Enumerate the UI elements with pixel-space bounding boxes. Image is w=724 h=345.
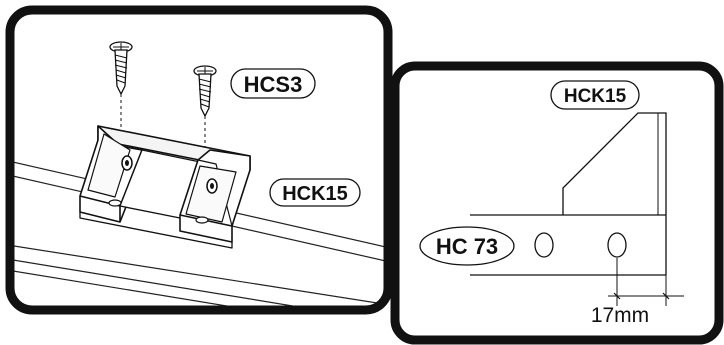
hcs3-text: HCS3 <box>244 72 303 97</box>
dimension-17mm <box>608 258 684 306</box>
hck15-left-text: HCK15 <box>282 183 348 205</box>
hck15-right-text: HCK15 <box>564 86 627 107</box>
rail-hc73 <box>470 214 667 276</box>
label-hcs3: HCS3 <box>230 68 316 99</box>
bracket-profile <box>562 112 667 215</box>
label-hc73: HC 73 <box>419 226 515 266</box>
left-panel: HCS3 HCK15 <box>5 5 393 315</box>
bracket-3d <box>79 125 251 249</box>
dimension-text: 17mm <box>591 304 649 327</box>
right-panel: HCK15 HC 73 17mm <box>390 61 724 345</box>
label-hck15-right: HCK15 <box>550 80 640 110</box>
label-hck15-left: HCK15 <box>269 178 361 207</box>
screw-left <box>109 41 133 168</box>
hc73-text: HC 73 <box>436 234 498 259</box>
